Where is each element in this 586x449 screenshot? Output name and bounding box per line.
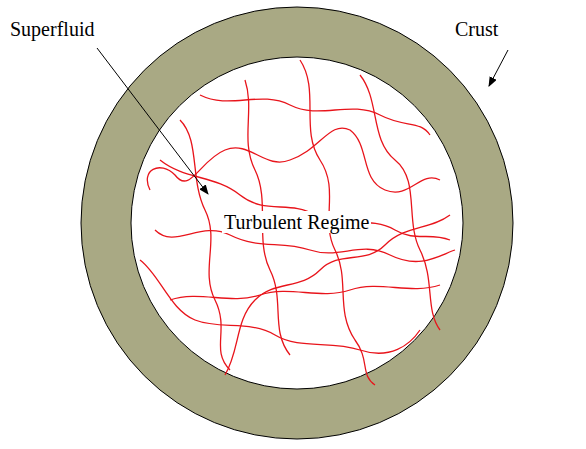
superfluid-core (131, 57, 463, 389)
region-label: Turbulent Regime (222, 211, 371, 233)
crust-ring (81, 7, 513, 439)
part-label: Crust (455, 18, 498, 40)
part-label: Superfluid (10, 18, 94, 40)
vortex-lines (140, 60, 455, 385)
leader-arrow (489, 50, 508, 86)
leader-arrow (97, 48, 208, 194)
